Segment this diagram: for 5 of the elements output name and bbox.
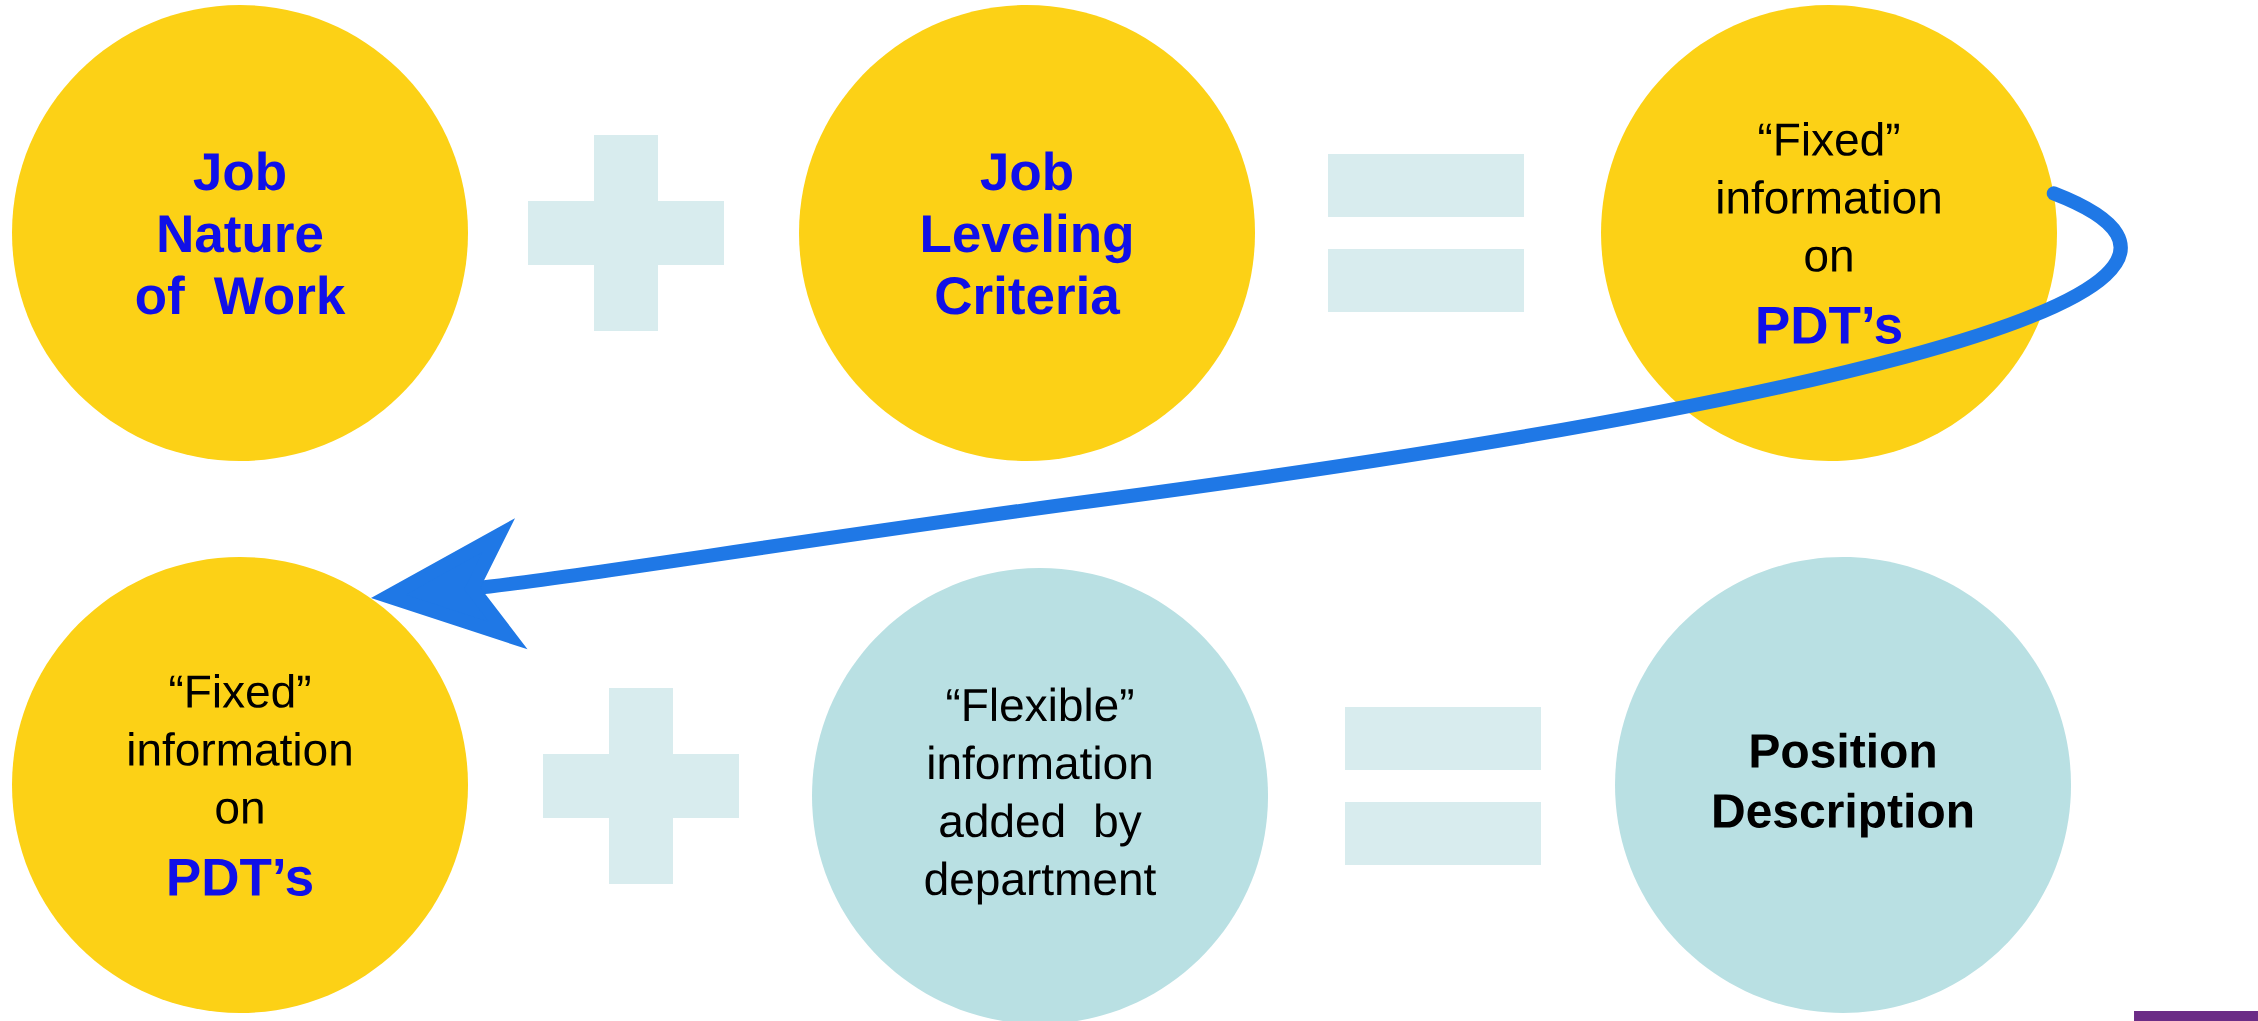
circle-node: Job Leveling Criteria <box>799 5 1255 461</box>
circle-node: Position Description <box>1615 557 2071 1013</box>
circle-node: “Fixed” information on PDT’s <box>12 557 468 1013</box>
circle-node: Job Nature of Work <box>12 5 468 461</box>
circle-node: “Fixed” information on PDT’s <box>1601 5 2057 461</box>
